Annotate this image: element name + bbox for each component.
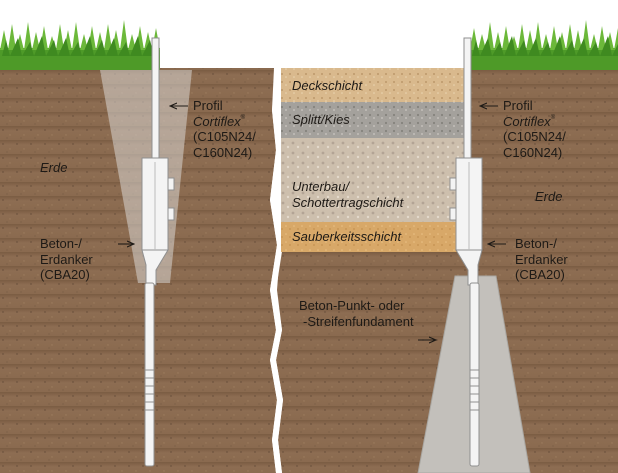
label-profil-right-reg: ® <box>550 114 556 121</box>
label-profil-right-line4: C160N24) <box>503 144 563 160</box>
label-fundament-line1: Beton-Punkt- oder <box>299 298 405 313</box>
label-anker-left-line3: (CBA20) <box>40 267 90 282</box>
label-anker-left-line1: Beton-/ <box>40 236 82 251</box>
label-anker-right-line1: Beton-/ <box>515 236 557 251</box>
crack <box>270 68 283 473</box>
label-erde-right: Erde <box>535 189 563 204</box>
layer-splitt <box>281 102 465 138</box>
label-unterbau-line1: Unterbau/ <box>292 179 350 194</box>
label-splitt: Splitt/Kies <box>292 112 350 127</box>
label-profil-left-reg: ® <box>240 114 246 121</box>
label-profil-left-line2: Cortiflex® <box>193 114 256 130</box>
label-fundament: Beton-Punkt- oder -Streifenfundament <box>299 298 414 329</box>
arrow-icon <box>118 106 506 340</box>
grass-left <box>0 20 160 70</box>
soil-right-upper <box>464 68 618 252</box>
layer-unterbau <box>281 138 465 222</box>
label-profil-left-brand: Cortiflex <box>193 113 241 129</box>
label-anker-right-line2: Erdanker <box>515 251 568 267</box>
label-profil-left-line4: C160N24) <box>193 144 253 160</box>
label-deckschicht: Deckschicht <box>292 78 363 93</box>
profile-right <box>449 37 483 467</box>
layer-sauberkeit <box>281 222 465 252</box>
label-anker-left-line2: Erdanker <box>40 251 93 267</box>
label-anker-right-line3: (CBA20) <box>515 267 565 282</box>
label-fundament-line2: -Streifenfundament <box>303 313 414 329</box>
label-profil-left: Profil Cortiflex® (C105N24/ C160N24) <box>193 98 256 160</box>
label-sauberkeit: Sauberkeitsschicht <box>292 229 402 244</box>
label-erde-left: Erde <box>40 160 68 175</box>
grass-right <box>470 20 618 70</box>
label-profil-right-line2: Cortiflex® <box>503 114 566 130</box>
label-profil-left-line1: Profil <box>193 98 223 113</box>
label-profil-right-line1: Profil <box>503 98 533 113</box>
label-profil-left-line3: (C105N24/ <box>193 129 256 144</box>
profile-left <box>141 37 175 467</box>
label-unterbau: Unterbau/ Schottertragschicht <box>292 179 403 210</box>
label-anker-right: Beton-/ Erdanker (CBA20) <box>515 236 568 283</box>
label-unterbau-line2: Schottertragschicht <box>292 194 404 210</box>
label-profil-right-brand: Cortiflex <box>503 113 551 129</box>
label-anker-left: Beton-/ Erdanker (CBA20) <box>40 236 93 283</box>
label-profil-right: Profil Cortiflex® (C105N24/ C160N24) <box>503 98 566 160</box>
layer-deckschicht <box>281 68 465 102</box>
label-profil-right-line3: (C105N24/ <box>503 129 566 144</box>
